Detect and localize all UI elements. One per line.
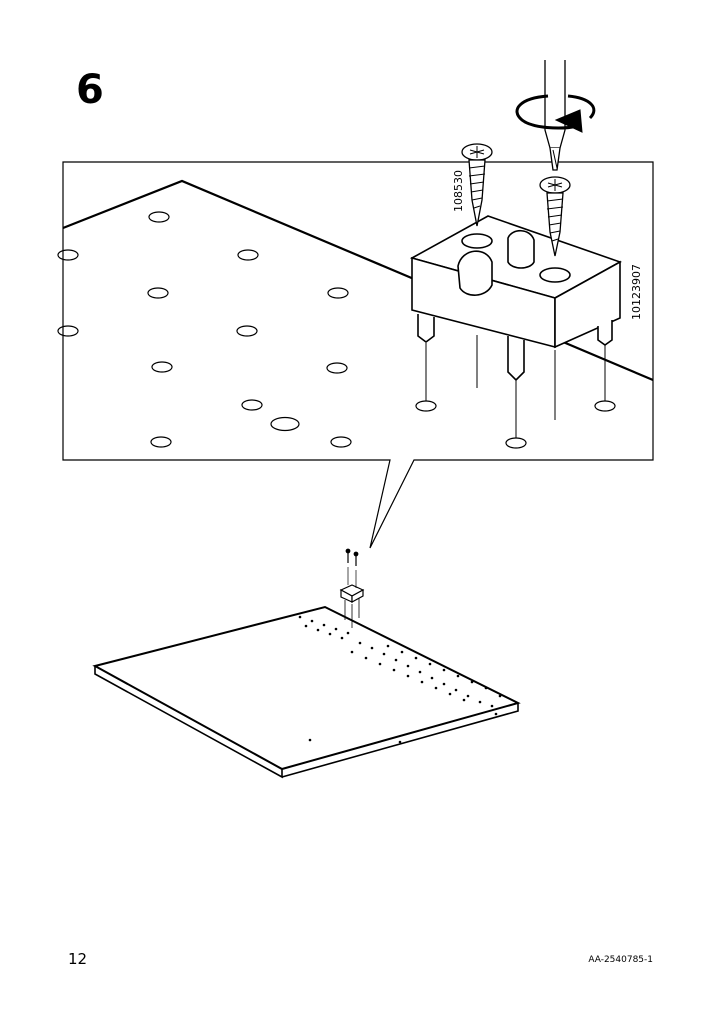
panel-holes	[57, 211, 616, 449]
overview-screws	[345, 548, 359, 588]
detail-view: 108530 10123907	[57, 60, 654, 549]
bracket-part-label: 10123907	[630, 264, 643, 320]
screw-part-label: 108530	[452, 170, 465, 212]
overview-panel	[92, 548, 521, 779]
document-code: AA-2540785-1	[588, 955, 653, 965]
screwdriver-icon	[544, 60, 566, 171]
bracket-right-face	[554, 260, 621, 349]
bracket-clip	[457, 250, 493, 296]
bracket-leg-3	[597, 320, 613, 346]
overview-bracket	[339, 584, 365, 628]
bracket-hole-2	[539, 267, 571, 283]
bracket	[409, 215, 622, 382]
panel-side-edge	[281, 703, 519, 778]
bracket-hole-1	[461, 233, 493, 249]
bracket-leg-1	[417, 314, 435, 343]
guide-lines	[425, 335, 606, 438]
rotate-clockwise-icon	[515, 94, 596, 133]
step-number: 6	[76, 67, 104, 113]
screw-left	[461, 143, 493, 227]
bracket-leg-2	[507, 336, 525, 382]
page-number: 12	[68, 950, 88, 968]
panel-top	[92, 605, 521, 771]
panel-front-edge	[94, 666, 283, 779]
panel-perforation-dots	[298, 615, 502, 744]
screw-right	[539, 176, 571, 257]
